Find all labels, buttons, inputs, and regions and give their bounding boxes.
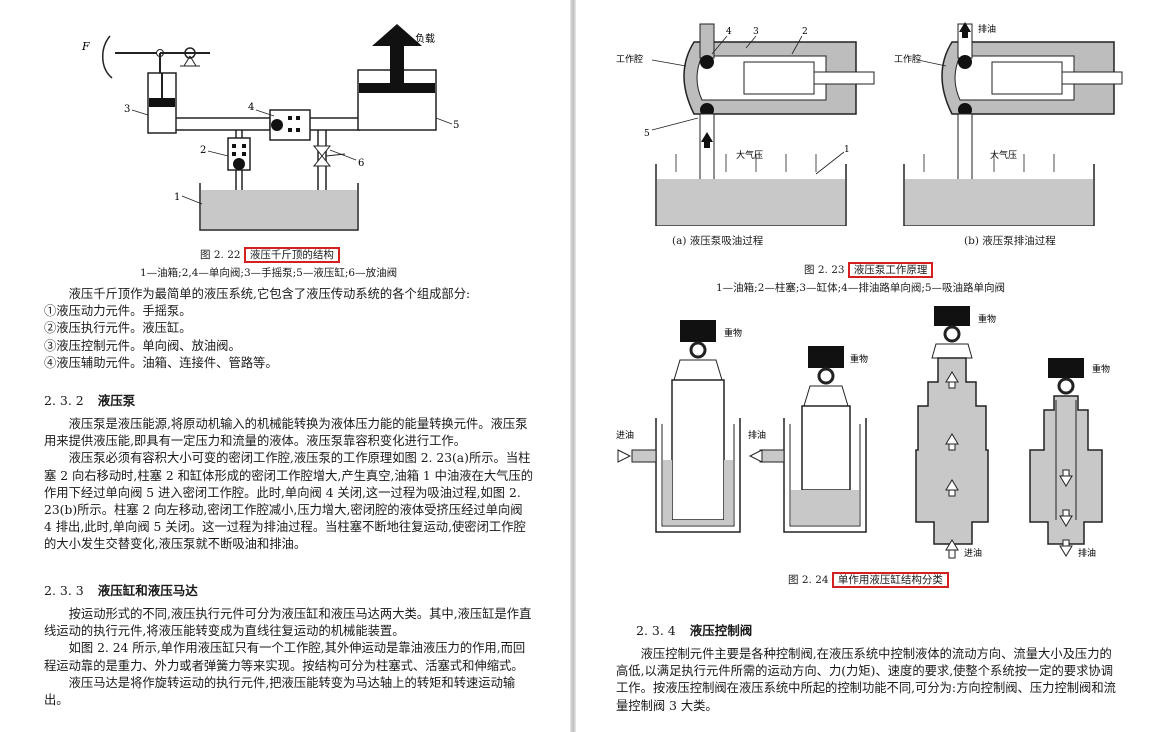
label-4: 4 (248, 102, 254, 113)
pump-label-5: 5 (644, 129, 650, 139)
section-234-body: 液压控制元件主要是各种控制阀,在液压系统中控制液体的流动方向、流量大小及压力的高… (616, 646, 1116, 715)
fig-223-caption: 图 2. 23 液压泵工作原理 (804, 262, 934, 278)
list-item-3: ③液压控制元件。单向阀、放油阀。 (44, 338, 241, 353)
paragraph-233a: 按运动形式的不同,液压执行元件可分为液压缸和液压马达两大类。其中,液压缸是作直线… (44, 607, 532, 639)
paragraph-234: 液压控制元件主要是各种控制阀,在液压系统中控制液体的流动方向、流量大小及压力的高… (616, 647, 1116, 713)
label-6: 6 (358, 158, 364, 169)
section-232-body: 液压泵是液压能源,将原动机输入的机械能转换为液体压力能的能量转换元件。液压泵用来… (44, 416, 534, 554)
label-2: 2 (200, 145, 206, 156)
weight-a-label: 重物 (724, 327, 742, 339)
oil-in-c-label: 进油 (964, 547, 982, 559)
weight-d-label: 重物 (1092, 363, 1110, 375)
discharge-label: 排油 (978, 23, 996, 35)
paragraph-232b: 液压泵必须有容积大小可变的密闭工作腔,液压泵的工作原理如图 2. 23(a)所示… (44, 451, 534, 552)
section-232-heading: 2. 3. 2 液压泵 (44, 390, 135, 409)
fig-223-title: 液压泵工作原理 (847, 262, 934, 278)
work-chamber-a-label: 工作腔 (616, 53, 643, 65)
fig-224-caption: 图 2. 24 单作用液压缸结构分类 (788, 572, 949, 588)
pump-label-3: 3 (753, 27, 759, 37)
paragraph-233c: 液压马达是将作旋转运动的执行元件,把液压能转变为马达轴上的转矩和转速运动输出。 (44, 675, 516, 708)
right-page: 工作腔 4 3 2 5 大气压 1 工作腔 排油 (576, 0, 1150, 732)
fig-223-number: 图 2. 23 (804, 264, 845, 276)
section-234-number: 2. 3. 4 (636, 623, 676, 638)
oil-out-d-label: 排油 (1078, 547, 1096, 559)
section-233-heading: 2. 3. 3 液压缸和液压马达 (44, 580, 198, 599)
pump-label-2: 2 (802, 27, 808, 37)
work-chamber-b-label: 工作腔 (894, 53, 921, 65)
weight-c-label: 重物 (978, 313, 996, 325)
list-item-1: ①液压动力元件。手摇泵。 (44, 304, 192, 319)
fig-222-legend: 1—油箱;2,4—单向阀;3—手摇泵;5—液压缸;6—放油阀 (140, 267, 398, 279)
weight-b-label: 重物 (850, 353, 868, 365)
fig-222-caption: 图 2. 22 液压千斤顶的结构 (200, 247, 340, 263)
section-232-title: 液压泵 (97, 393, 136, 408)
load-label: 负载 (415, 32, 435, 45)
fig-223b-subcaption: (b) 液压泵排油过程 (964, 235, 1056, 247)
section-234-heading: 2. 3. 4 液压控制阀 (636, 620, 752, 639)
section-233-number: 2. 3. 3 (44, 583, 84, 598)
intro-block: 液压千斤顶作为最简单的液压系统,它包含了液压传动系统的各个组成部分: ①液压动力… (44, 286, 534, 372)
fig-224-title: 单作用液压缸结构分类 (831, 572, 949, 588)
list-item-2: ②液压执行元件。液压缸。 (44, 321, 192, 336)
fig-223-legend: 1—油箱;2—柱塞;3—缸体;4—排油路单向阀;5—吸油路单向阀 (716, 282, 1006, 294)
pump-label-1: 1 (844, 145, 850, 155)
cylinder-types-diagram: 重物 进油 重物 排油 重物 (616, 306, 1110, 559)
list-item-4: ④液压辅助元件。油箱、连接件、管路等。 (44, 355, 278, 370)
fig-222-number: 图 2. 22 (200, 249, 241, 261)
atm-a-label: 大气压 (736, 149, 763, 161)
label-1: 1 (174, 192, 180, 203)
label-3: 3 (124, 104, 130, 115)
section-233-body: 按运动形式的不同,液压执行元件可分为液压缸和液压马达两大类。其中,液压缸是作直线… (44, 606, 534, 709)
fig-223a-subcaption: (a) 液压泵吸油过程 (672, 235, 764, 247)
fig-224-number: 图 2. 24 (788, 574, 829, 586)
force-label: F (81, 40, 90, 53)
left-page: F 负载 3 2 4 5 6 1 图 2. 22 液压千斤顶的结构 1—油箱;2… (0, 0, 570, 732)
section-233-title: 液压缸和液压马达 (97, 583, 198, 598)
oil-in-a-label: 进油 (616, 429, 634, 441)
page-gutter (570, 0, 576, 732)
paragraph-232a: 液压泵是液压能源,将原动机输入的机械能转换为液体压力能的能量转换元件。液压泵用来… (44, 417, 528, 449)
section-234-title: 液压控制阀 (689, 623, 753, 638)
pump-suction-diagram: 工作腔 4 3 2 5 大气压 1 (616, 23, 875, 226)
intro-paragraph: 液压千斤顶作为最简单的液压系统,它包含了液压传动系统的各个组成部分: (68, 287, 471, 301)
paragraph-233b: 如图 2. 24 所示,单作用液压缸只有一个工作腔,其外伸运动是靠油液压力的作用… (44, 641, 526, 673)
section-232-number: 2. 3. 2 (44, 393, 84, 408)
pump-label-4: 4 (726, 27, 732, 37)
oil-out-b-label: 排油 (748, 429, 766, 441)
hydraulic-jack-diagram: F 负载 3 2 4 5 6 1 (81, 24, 459, 231)
label-5: 5 (453, 120, 459, 131)
atm-b-label: 大气压 (990, 149, 1017, 161)
pump-discharge-diagram: 工作腔 排油 大气压 (894, 22, 1123, 226)
fig-222-title: 液压千斤顶的结构 (243, 247, 340, 263)
